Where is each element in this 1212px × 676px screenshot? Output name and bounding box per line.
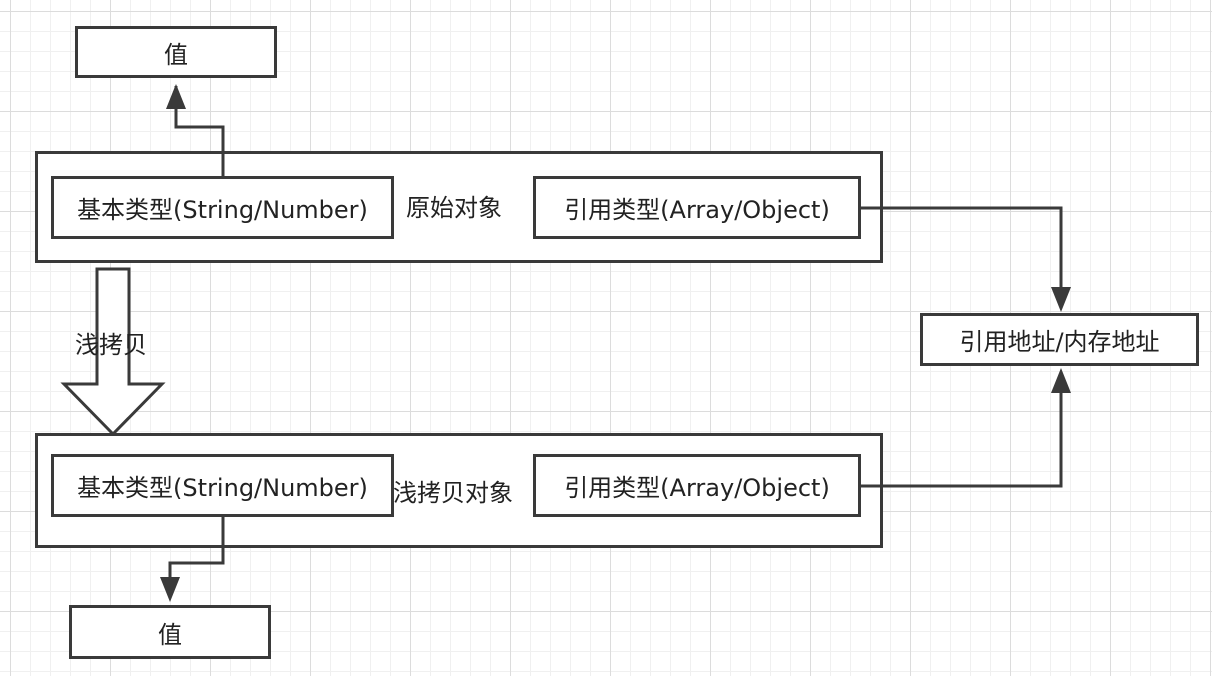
shallow-primitive-label: 基本类型(String/Number) [77, 474, 368, 502]
original-reference-box: 引用类型(Array/Object) [533, 176, 861, 239]
arrowhead-top-value [166, 84, 186, 109]
value-box-bottom: 值 [69, 605, 271, 659]
value-box-top: 值 [75, 26, 277, 78]
original-primitive-box: 基本类型(String/Number) [51, 176, 394, 239]
shallow-primitive-box: 基本类型(String/Number) [51, 454, 394, 517]
arrowhead-address-top [1051, 287, 1071, 312]
address-box: 引用地址/内存地址 [920, 313, 1199, 366]
shallow-reference-label: 引用类型(Array/Object) [564, 474, 830, 502]
arrowhead-address-bottom [1051, 368, 1071, 393]
value-label-bottom: 值 [158, 620, 182, 649]
shallow-reference-box: 引用类型(Array/Object) [533, 454, 861, 517]
original-reference-label: 引用类型(Array/Object) [564, 196, 830, 224]
arrowhead-bottom-value [160, 577, 180, 602]
shallow-copy-arrow-label: 浅拷贝 [75, 331, 147, 359]
value-label-top: 值 [164, 40, 188, 69]
arrow-original-reference-to-address [860, 206, 1063, 290]
address-label: 引用地址/内存地址 [959, 328, 1160, 356]
original-primitive-label: 基本类型(String/Number) [77, 196, 368, 224]
shallow-copy-object-label: 浅拷贝对象 [393, 479, 513, 507]
original-object-label: 原始对象 [406, 194, 502, 222]
arrow-shallow-reference-to-address [860, 390, 1063, 488]
